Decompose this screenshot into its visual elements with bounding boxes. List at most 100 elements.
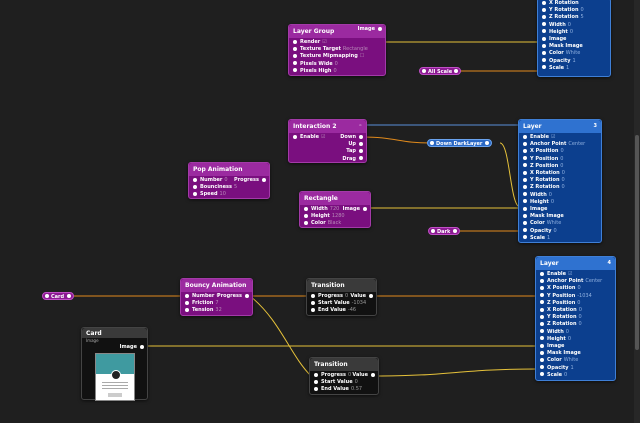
output-port[interactable]: Down (340, 134, 363, 141)
port-dot[interactable] (542, 43, 546, 48)
port-dot[interactable] (523, 228, 527, 233)
output-dot[interactable] (359, 141, 363, 146)
port-dot[interactable] (185, 300, 189, 305)
output-port[interactable]: Drag (342, 156, 363, 163)
port-dot[interactable] (523, 235, 527, 240)
card-output[interactable]: Image (120, 344, 144, 351)
port-dot[interactable] (193, 177, 197, 182)
port-row[interactable]: Render☑ (293, 39, 381, 46)
output-dot[interactable] (245, 293, 249, 298)
port-dot[interactable] (540, 307, 544, 312)
port-row[interactable]: Enable☑ (293, 134, 362, 141)
port-dot[interactable] (314, 372, 318, 377)
port-row[interactable]: End Value-46 (311, 307, 372, 314)
output-port[interactable]: Progress (234, 177, 266, 184)
port-dot[interactable] (542, 50, 546, 55)
port-row[interactable]: Texture Mipmapping☐ (293, 53, 381, 60)
dark-in-port[interactable] (431, 229, 435, 233)
port-dot[interactable] (540, 285, 544, 290)
output-dot[interactable] (359, 134, 363, 139)
output-dot[interactable] (369, 293, 373, 298)
port-dot[interactable] (542, 58, 546, 63)
dark-out-port[interactable] (453, 229, 457, 233)
port-dot[interactable] (540, 278, 544, 283)
port-dot[interactable] (540, 329, 544, 334)
port-dot[interactable] (304, 206, 308, 211)
output-dot[interactable] (378, 26, 382, 31)
port-dot[interactable] (540, 271, 544, 276)
port-row[interactable]: Enable☑ (523, 134, 597, 141)
port-dot[interactable] (540, 357, 544, 362)
port-dot[interactable] (311, 300, 315, 305)
port-row[interactable]: Mask Image (523, 213, 597, 220)
port-dot[interactable] (304, 220, 308, 225)
card-pill[interactable]: Card (42, 292, 74, 300)
output-port[interactable]: Value (352, 372, 375, 379)
port-dot[interactable] (523, 192, 527, 197)
vertical-scrollbar[interactable] (634, 0, 640, 423)
port-dot[interactable] (523, 170, 527, 175)
port-dot[interactable] (523, 156, 527, 161)
port-dot[interactable] (314, 386, 318, 391)
port-dot[interactable] (293, 53, 297, 58)
port-dot[interactable] (311, 307, 315, 312)
card-out-port[interactable] (67, 294, 71, 298)
port-dot[interactable] (293, 61, 297, 66)
output-dot[interactable] (363, 206, 367, 211)
down-dark-in-port[interactable] (430, 141, 434, 145)
port-dot[interactable] (311, 293, 315, 298)
port-row[interactable]: Image (540, 343, 611, 350)
port-dot[interactable] (523, 177, 527, 182)
output-dot[interactable] (262, 177, 266, 182)
port-dot[interactable] (523, 199, 527, 204)
port-dot[interactable] (540, 343, 544, 348)
port-row[interactable]: Enable☑ (540, 271, 611, 278)
port-dot[interactable] (314, 379, 318, 384)
down-dark-layer-pill[interactable]: Down DarkLayer (427, 139, 492, 147)
port-dot[interactable] (523, 213, 527, 218)
port-dot[interactable] (523, 141, 527, 146)
port-dot[interactable] (540, 300, 544, 305)
output-port[interactable]: Tap (346, 148, 363, 155)
port-dot[interactable] (193, 191, 197, 196)
port-dot[interactable] (293, 134, 297, 139)
output-port[interactable]: Image (343, 206, 367, 213)
port-dot[interactable] (523, 148, 527, 153)
port-dot[interactable] (523, 163, 527, 168)
port-row[interactable]: Mask Image (542, 43, 606, 50)
port-dot[interactable] (523, 220, 527, 225)
port-dot[interactable] (542, 7, 546, 12)
